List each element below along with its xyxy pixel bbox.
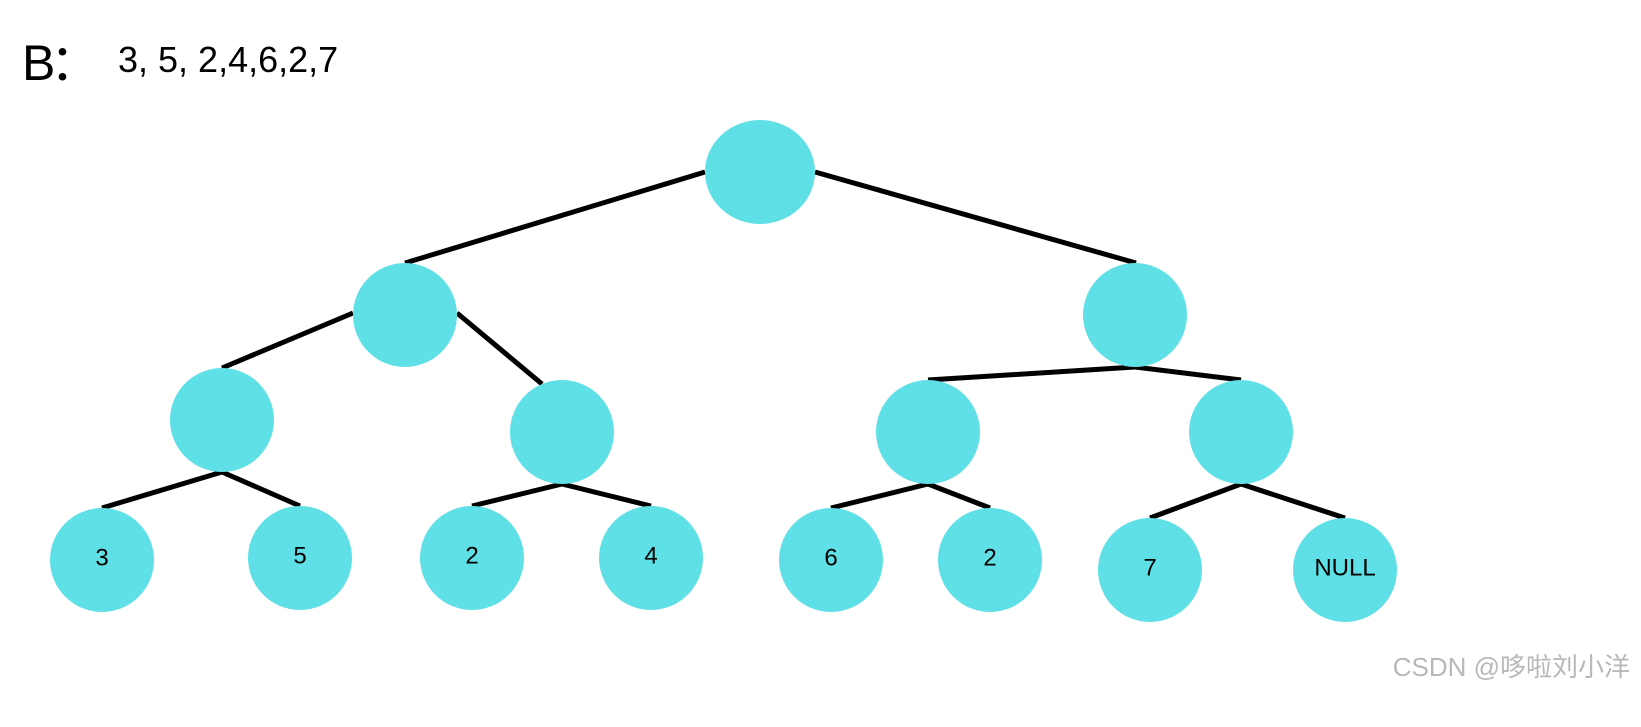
tree-edge-rl-leaf5 — [830, 481, 929, 511]
tree-node-rr — [1189, 380, 1293, 484]
tree-node-circle — [779, 508, 883, 612]
tree-node-label: 3 — [95, 545, 108, 572]
tree-node-label: 2 — [983, 545, 996, 572]
tree-node-leaf3: 2 — [420, 506, 524, 610]
tree-node-label: 6 — [824, 545, 837, 572]
tree-edge-r-rl — [927, 364, 1136, 383]
tree-node-label: 4 — [644, 543, 657, 570]
tree-edge-rr-leaf7 — [1149, 481, 1242, 521]
tree-edge-ll-leaf1 — [101, 469, 223, 511]
watermark: CSDN @哆啦刘小洋 — [1393, 652, 1630, 682]
tree-node-circle — [1293, 518, 1397, 622]
header-colon: ： — [50, 35, 100, 91]
header-sequence: 3, 5, 2,4,6,2,7 — [118, 39, 338, 80]
tree-node-circle — [248, 506, 352, 610]
tree-edge-l-ll — [221, 310, 354, 371]
tree-node-circle — [170, 368, 274, 472]
tree-node-leaf2: 5 — [248, 506, 352, 610]
tree-node-root — [705, 120, 815, 224]
tree-node-leaf6: 2 — [938, 508, 1042, 612]
tree-node-circle — [420, 506, 524, 610]
tree-edge-root-r — [814, 169, 1137, 266]
tree-node-circle — [876, 380, 980, 484]
tree-node-leaf1: 3 — [50, 508, 154, 612]
tree-node-label: 5 — [293, 543, 306, 570]
tree-node-circle — [938, 508, 1042, 612]
tree-node-circle — [1098, 518, 1202, 622]
tree-node-lr — [510, 380, 614, 484]
tree-edge-rr-leaf8 — [1240, 481, 1346, 521]
tree-edges — [101, 169, 1346, 521]
tree-edge-l-lr — [455, 311, 544, 386]
tree-node-leaf7: 7 — [1098, 518, 1202, 622]
tree-edge-root-l — [404, 169, 706, 266]
tree-node-circle — [705, 120, 815, 224]
tree-node-label: 2 — [465, 543, 478, 570]
tree-node-circle — [50, 508, 154, 612]
tree-edge-rl-leaf6 — [927, 481, 991, 511]
tree-node-circle — [1189, 380, 1293, 484]
tree-node-circle — [353, 263, 457, 367]
tree-node-rl — [876, 380, 980, 484]
tree-node-l — [353, 263, 457, 367]
tree-nodes: 3 5 2 4 6 2 7 NULL — [50, 120, 1397, 622]
tree-node-circle — [599, 506, 703, 610]
header-letter: B — [22, 35, 55, 91]
tree-node-leaf5: 6 — [779, 508, 883, 612]
tree-node-r — [1083, 263, 1187, 367]
tree-edge-lr-leaf4 — [561, 481, 652, 509]
tree-node-leaf8: NULL — [1293, 518, 1397, 622]
tree-edge-r-rr — [1134, 364, 1242, 383]
tree-node-circle — [1083, 263, 1187, 367]
tree-node-label: 7 — [1143, 555, 1156, 582]
tree-edge-ll-leaf2 — [221, 469, 301, 509]
tree-node-ll — [170, 368, 274, 472]
tree-edge-lr-leaf3 — [471, 481, 563, 509]
tree-node-leaf4: 4 — [599, 506, 703, 610]
tree-node-circle — [510, 380, 614, 484]
tree-node-label: NULL — [1314, 555, 1375, 582]
